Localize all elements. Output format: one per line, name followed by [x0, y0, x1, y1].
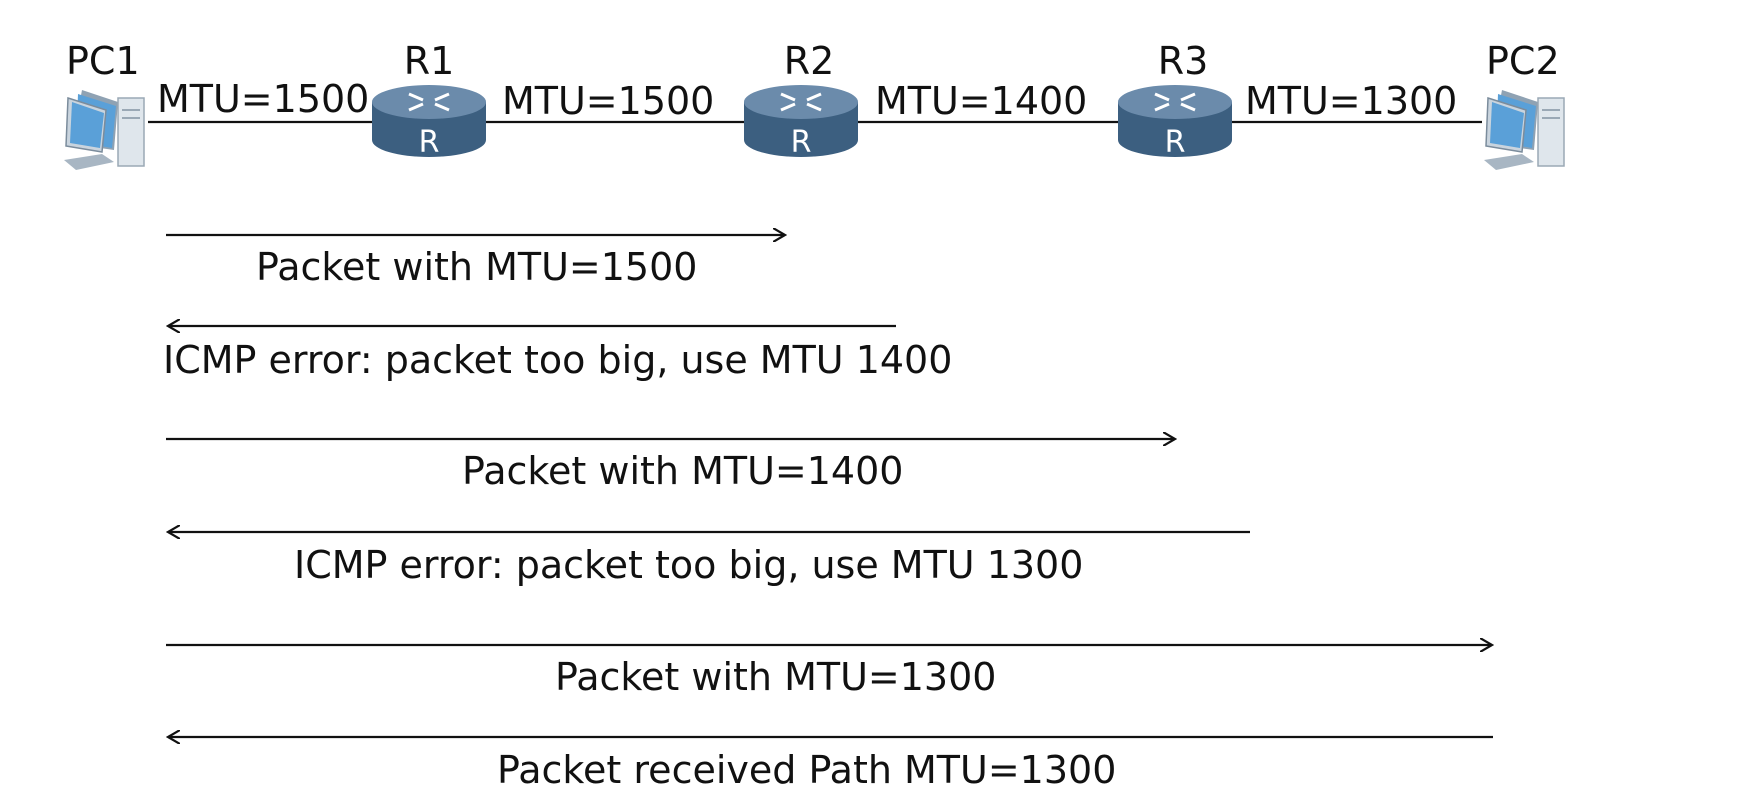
router-icon: R — [372, 85, 486, 160]
link-label-r3-pc2: MTU=1300 — [1245, 79, 1457, 123]
node-label-r1: R1 — [404, 39, 455, 83]
flow-label: ICMP error: packet too big, use MTU 1400 — [163, 338, 952, 382]
link-label-r2-r3: MTU=1400 — [875, 79, 1087, 123]
node-label-r2: R2 — [784, 39, 835, 83]
router-glyph: R — [791, 125, 812, 160]
flow-sequence: Packet with MTU=1500 ICMP error: packet … — [163, 235, 1493, 792]
pc-icon — [64, 90, 145, 170]
router-glyph: R — [1165, 125, 1186, 160]
node-label-pc1: PC1 — [66, 39, 140, 83]
pc-icon — [1484, 90, 1565, 170]
router-glyph: R — [419, 125, 440, 160]
flow-label: ICMP error: packet too big, use MTU 1300 — [294, 543, 1083, 587]
link-labels: MTU=1500 MTU=1500 MTU=1400 MTU=1300 — [157, 77, 1457, 123]
router-icon: R — [1118, 85, 1232, 160]
flow-label: Packet with MTU=1400 — [462, 449, 903, 493]
flow-label: Packet received Path MTU=1300 — [497, 748, 1116, 787]
node-label-r3: R3 — [1158, 39, 1209, 83]
flow-label: Packet with MTU=1300 — [555, 655, 996, 699]
node-label-pc2: PC2 — [1486, 39, 1560, 83]
flow-label: Packet with MTU=1500 — [256, 245, 697, 289]
link-label-pc1-r1: MTU=1500 — [157, 77, 369, 121]
link-label-r1-r2: MTU=1500 — [502, 79, 714, 123]
router-icon: R — [744, 85, 858, 160]
